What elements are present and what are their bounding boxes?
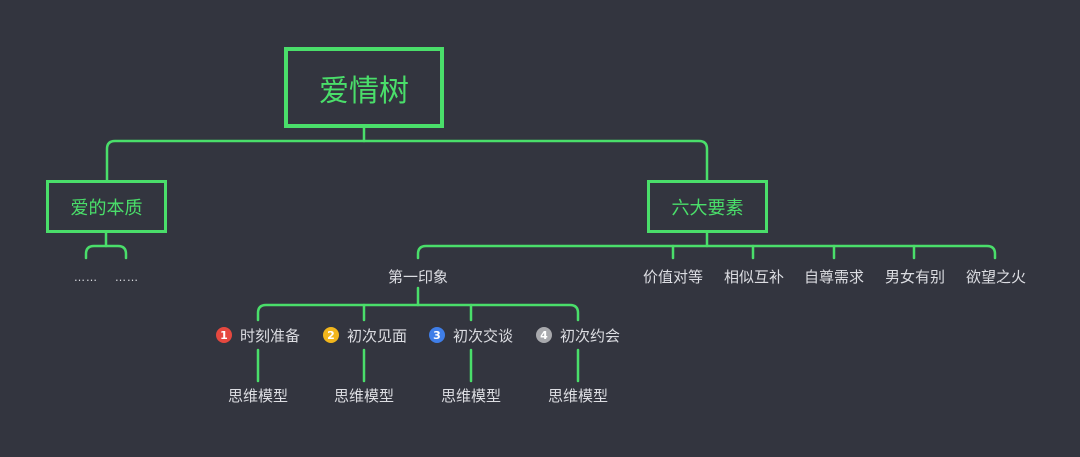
number-badge-2: 2 — [322, 327, 339, 343]
root-label: 爱情树 — [319, 73, 409, 109]
thinking-model-node[interactable]: 思维模型 — [440, 386, 501, 405]
branch-node-elements[interactable]: 六大要素 — [647, 180, 768, 233]
connector-elements-bar — [416, 244, 997, 260]
topic-similar-complement[interactable]: 相似互补 — [723, 267, 784, 286]
topic-value-match[interactable]: 价值对等 — [642, 267, 703, 286]
step-node-first-meet[interactable]: 2 初次见面 — [313, 322, 417, 348]
number-badge-3: 3 — [428, 327, 445, 343]
topic-self-esteem[interactable]: 自尊需求 — [803, 267, 864, 286]
placeholder-node[interactable]: …… — [115, 270, 139, 284]
step-node-prepare[interactable]: 1 时刻准备 — [206, 322, 310, 348]
topic-desire-fire[interactable]: 欲望之火 — [965, 267, 1026, 286]
number-badge-4: 4 — [535, 327, 552, 343]
branch-label: 六大要素 — [671, 197, 744, 219]
thinking-model-node[interactable]: 思维模型 — [227, 386, 288, 405]
step-node-first-talk[interactable]: 3 初次交谈 — [419, 322, 523, 348]
number-badge-1: 1 — [215, 327, 232, 343]
branch-node-essence[interactable]: 爱的本质 — [46, 180, 167, 233]
connector-essence-bar — [84, 244, 128, 260]
root-node[interactable]: 爱情树 — [284, 47, 444, 128]
placeholder-node[interactable]: …… — [74, 270, 98, 284]
branch-label: 爱的本质 — [70, 197, 143, 219]
step-node-first-date[interactable]: 4 初次约会 — [526, 322, 630, 348]
topic-gender-difference[interactable]: 男女有别 — [884, 267, 945, 286]
thinking-model-node[interactable]: 思维模型 — [547, 386, 608, 405]
topic-first-impression[interactable]: 第一印象 — [387, 267, 448, 286]
thinking-model-node[interactable]: 思维模型 — [333, 386, 394, 405]
connector-first-impression-bar — [256, 303, 580, 322]
connector-root-bar — [105, 139, 709, 182]
